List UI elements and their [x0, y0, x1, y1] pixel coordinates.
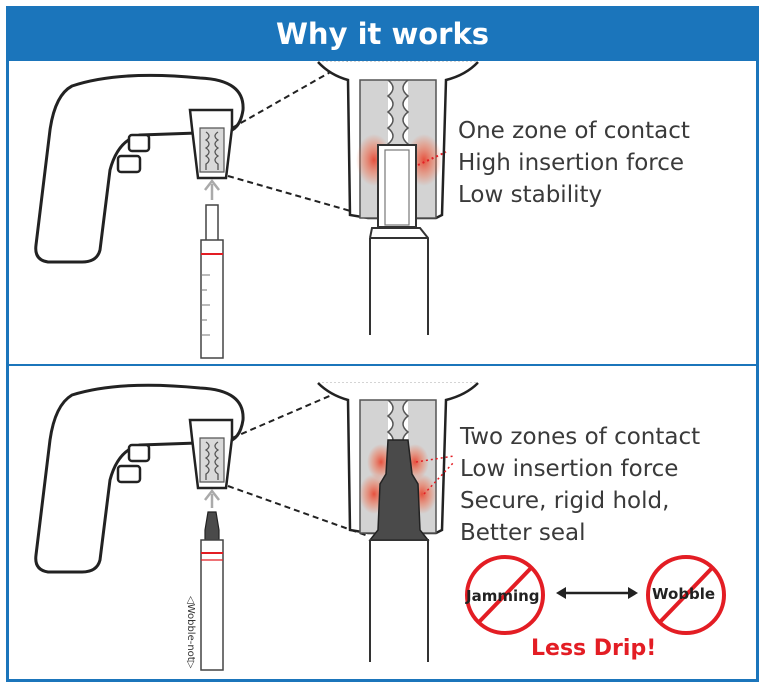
nosecone-detail-bottom [317, 382, 479, 662]
top-line-1: One zone of contact [458, 118, 690, 144]
insert-arrow-bottom [204, 488, 220, 508]
bottom-line-3: Secure, rigid hold, [460, 488, 670, 514]
bottom-line-2: Low insertion force [460, 456, 679, 482]
zoom-lines-bottom [227, 387, 369, 537]
no-sign-icon-jamming [465, 555, 545, 635]
pipette-controller-bottom [34, 383, 245, 574]
double-arrow-icon [556, 587, 638, 599]
zoom-lines-top [227, 61, 369, 217]
badge-jamming: Jamming [466, 587, 540, 605]
nosecone-detail-top [317, 61, 479, 335]
pipette-label: ◁Wobble-not▷ [185, 596, 196, 669]
result-text: Less Drip! [531, 636, 657, 661]
bottom-line-1: Two zones of contact [460, 424, 701, 450]
pipette-controller-top [34, 73, 245, 264]
page-title: Why it works [9, 9, 756, 61]
serological-pipette-top [200, 204, 224, 359]
top-line-2: High insertion force [458, 150, 685, 176]
frame: Why it works [6, 6, 759, 682]
panel-divider [9, 364, 756, 366]
wobble-not-pipette [200, 511, 224, 671]
no-sign-icon-wobble [646, 555, 726, 635]
insert-arrow-top [204, 178, 220, 200]
badge-wobble: Wobble [652, 585, 716, 603]
top-line-3: Low stability [458, 182, 603, 208]
bottom-line-4: Better seal [460, 520, 586, 546]
